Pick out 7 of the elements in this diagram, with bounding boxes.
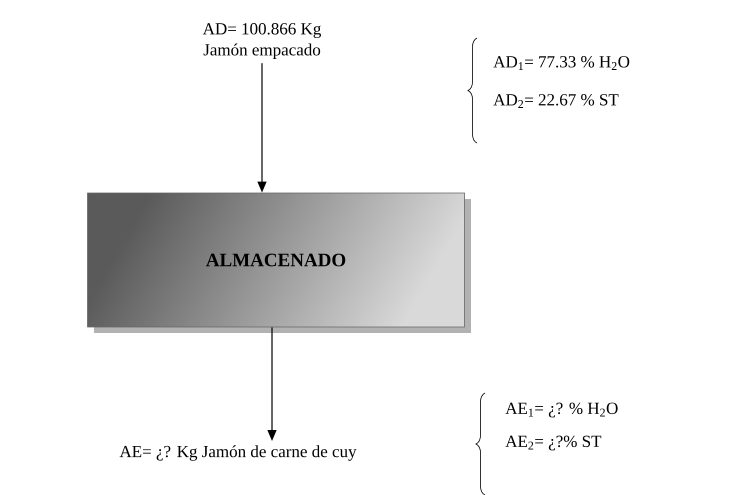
composition-label: AE$_{2}$= ¿?% ST	[505, 436, 602, 450]
composition-label: AD$_{2}$= 22.67 % ST	[493, 94, 618, 108]
flow-text: AD= 100.866 Kg Jamón empacado	[202, 23, 321, 59]
composition-label: AD$_{1}$= 77.33 % H$_{2}$O	[493, 56, 630, 70]
composition-label: AE$_{1}$= ¿? % H$_{2}$O	[505, 402, 618, 418]
process-box: ALMACENADO	[87, 192, 471, 333]
flow-text: AE= ¿? Kg Jamón de carne de cuy	[120, 445, 356, 461]
